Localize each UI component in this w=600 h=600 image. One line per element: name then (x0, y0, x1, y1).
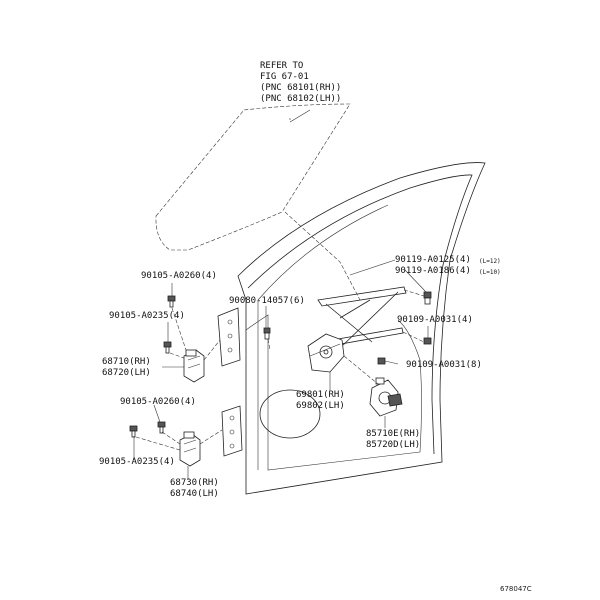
regulator-arm-2 (337, 291, 399, 351)
bolt-90105-a0260-upper (167, 295, 176, 308)
label-90105-a0235-bot: 90105-A0235(4) (99, 457, 175, 467)
bolt-90105-a0235-lower (129, 425, 138, 438)
dash-90080 (267, 338, 271, 351)
bolt-90119 (423, 291, 432, 305)
dash-bolt-upper (171, 307, 187, 351)
door-frame-outer (237, 162, 486, 495)
lower-hinge (179, 431, 201, 467)
bolt-90105-a0260-lower (157, 421, 166, 434)
label-68740: 68740(LH) (170, 489, 219, 499)
refer-line-4: (PNC 68102(LH)) (260, 94, 342, 104)
regulator-arm-3 (339, 299, 371, 319)
label-90119-a0125-note: (L=12) (479, 258, 501, 265)
dash-hinge-lower-mount (199, 429, 223, 445)
label-85720d: 85720D(LH) (366, 440, 421, 450)
nut-90109-a0031-4 (423, 337, 432, 345)
dash-bolt-lower-2 (135, 436, 181, 451)
hinge-mount-lower (221, 405, 243, 457)
window-regulator (307, 333, 345, 373)
label-90119-a0186: 90119-A0186(4) (395, 266, 471, 276)
leader-a0260-bot (153, 404, 161, 423)
speaker-opening (259, 389, 321, 439)
refer-line-1: REFER TO (260, 61, 304, 71)
dash-90109-4 (402, 331, 425, 343)
dash-glass-to-regulator (284, 211, 361, 301)
leader-refer (289, 109, 311, 123)
regulator-rail (317, 286, 407, 307)
label-90109-a0031-8: 90109-A0031(8) (406, 360, 482, 370)
refer-line-2: FIG 67-01 (260, 72, 309, 82)
label-90080-14057: 90080-14057(6) (229, 296, 305, 306)
label-90119-a0125: 90119-A0125(4) (395, 255, 471, 265)
door-panel-inner (245, 314, 422, 471)
label-90105-a0260-top: 90105-A0260(4) (141, 271, 217, 281)
door-frame-inner-2 (257, 204, 389, 470)
dash-hinge-upper-mount (203, 339, 221, 361)
label-69801: 69801(RH) (296, 390, 345, 400)
door-glass-outline (155, 103, 351, 251)
leader-90119-a0125 (349, 259, 396, 276)
label-69802: 69802(LH) (296, 401, 345, 411)
regulator-motor (369, 377, 403, 417)
dash-90119 (403, 289, 425, 297)
drawing-code: 678047C (500, 585, 532, 593)
label-90105-a0235-top: 90105-A0235(4) (109, 311, 185, 321)
leader-90109-8 (384, 360, 399, 365)
label-68710: 68710(RH) (102, 357, 151, 367)
leader-90119-a0186 (404, 269, 427, 293)
dash-bolt-lower (161, 431, 181, 445)
refer-line-3: (PNC 68101(RH)) (260, 83, 342, 93)
upper-hinge (183, 349, 205, 383)
bolt-90080-14057 (263, 327, 271, 340)
label-85710e: 85710E(RH) (366, 429, 421, 439)
label-68720: 68720(LH) (102, 368, 151, 378)
nut-90109-a0031-8 (377, 357, 386, 365)
label-90119-a0186-note: (L=10) (479, 269, 501, 276)
label-90105-a0260-bot: 90105-A0260(4) (120, 397, 196, 407)
regulator-arm-1 (325, 303, 373, 343)
label-68730: 68730(RH) (170, 478, 219, 488)
dash-bolt-upper-2 (169, 352, 185, 359)
label-90109-a0031-4: 90109-A0031(4) (397, 315, 473, 325)
bolt-90105-a0235-upper (163, 341, 172, 354)
hinge-mount-upper (217, 307, 241, 367)
dash-motor (343, 355, 379, 385)
door-frame-inner (247, 174, 473, 455)
